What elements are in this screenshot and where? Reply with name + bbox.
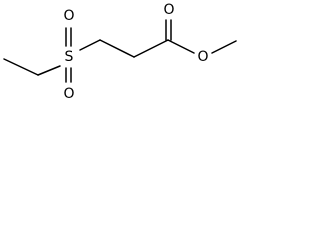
- bond-o-ch3: [211, 40, 237, 54]
- atom-oxygen-carbonyl: O: [163, 2, 174, 18]
- bond-ch3-ch2: [3, 58, 39, 76]
- atom-sulfur: S: [65, 49, 74, 65]
- atom-oxygen-ester: O: [197, 49, 208, 65]
- bond-ch2-s: [37, 65, 61, 76]
- bond-ch2-ch2: [99, 39, 135, 58]
- bond-ch2-c: [133, 39, 169, 58]
- bond-c-o-ester: [167, 39, 195, 54]
- atom-oxygen-sulfonyl-top: O: [63, 8, 74, 24]
- bond-s-ch2: [79, 39, 101, 51]
- methyl-ethylsulfonylpropanoate-structure: S O O O O: [3, 2, 237, 102]
- atom-oxygen-sulfonyl-bottom: O: [63, 86, 74, 102]
- structure-canvas: S O O O O: [0, 0, 250, 112]
